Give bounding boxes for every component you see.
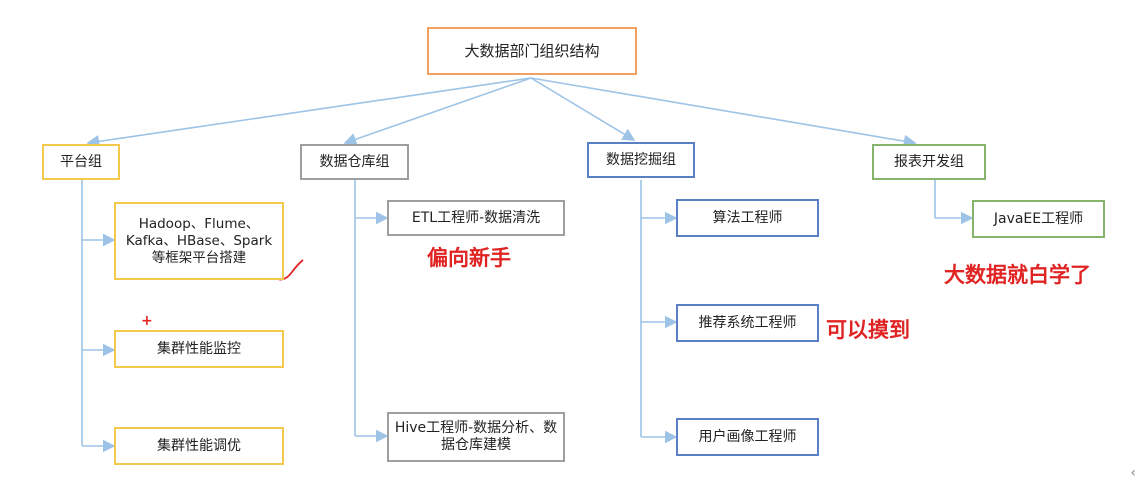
node-etl-engineer: ETL工程师-数据清洗 xyxy=(387,200,565,236)
node-user-profile-engineer: 用户画像工程师 xyxy=(676,418,819,456)
root-node: 大数据部门组织结构 xyxy=(427,27,637,75)
group-report: 报表开发组 xyxy=(872,144,986,180)
node-recommend-engineer: 推荐系统工程师 xyxy=(676,304,819,342)
node-cluster-tuning: 集群性能调优 xyxy=(114,427,284,465)
plus-mark: + xyxy=(141,313,153,329)
node-framework-setup: Hadoop、Flume、Kafka、HBase、Spark等框架平台搭建 xyxy=(114,202,284,280)
node-javaee-engineer: JavaEE工程师 xyxy=(972,200,1105,238)
group-platform: 平台组 xyxy=(42,144,120,180)
annotation-recommend: 可以摸到 xyxy=(826,318,910,342)
node-algorithm-engineer: 算法工程师 xyxy=(676,199,819,237)
left-chevron-icon[interactable]: ‹ xyxy=(1130,465,1136,481)
annotation-etl: 偏向新手 xyxy=(427,246,511,270)
node-cluster-monitoring: 集群性能监控 xyxy=(114,330,284,368)
group-warehouse: 数据仓库组 xyxy=(300,144,409,180)
group-mining: 数据挖掘组 xyxy=(587,142,695,178)
node-hive-engineer: Hive工程师-数据分析、数据仓库建模 xyxy=(387,412,565,462)
annotation-javaee: 大数据就白学了 xyxy=(944,263,1091,287)
